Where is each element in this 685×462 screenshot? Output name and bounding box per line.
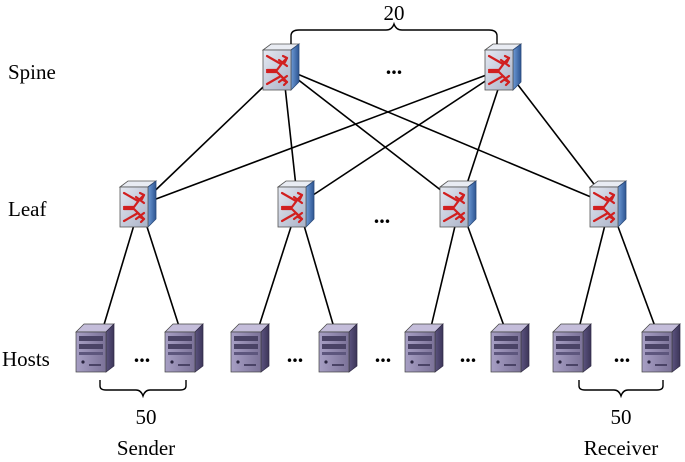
sender-brace: [99, 380, 187, 399]
network-switch-icon: [118, 179, 158, 229]
server-icon: [75, 323, 115, 373]
spine-ellipsis: ...: [386, 54, 403, 79]
server-icon: [641, 323, 681, 373]
sender-label: Sender: [117, 436, 175, 460]
network-switch-icon: [261, 42, 301, 92]
network-switch-icon: [483, 42, 523, 92]
leaf-switch-3: [438, 179, 478, 229]
host-ellipsis-4: ...: [460, 342, 477, 367]
leaf-switch-4: [588, 179, 628, 229]
server-icon: [552, 323, 592, 373]
tier-label-hosts: Hosts: [2, 347, 50, 371]
sender-count: 50: [136, 405, 157, 429]
leaf-switch-1: [118, 179, 158, 229]
leaf-ellipsis: ...: [374, 203, 391, 228]
server-icon: [230, 323, 270, 373]
tier-label-spine: Spine: [8, 60, 56, 84]
spine-leaf-links: [139, 67, 611, 206]
host-ellipsis-1: ...: [134, 342, 151, 367]
host-ellipsis-3: ...: [375, 342, 392, 367]
server-icon: [318, 323, 358, 373]
network-switch-icon: [276, 179, 316, 229]
leaf-switch-2: [276, 179, 316, 229]
spine-switch-20: [483, 42, 523, 92]
network-switch-icon: [588, 179, 628, 229]
receiver-brace: [578, 380, 664, 399]
server-icon: [404, 323, 444, 373]
host-ellipsis-5: ...: [614, 342, 631, 367]
server-icon: [490, 323, 530, 373]
server-icon: [164, 323, 204, 373]
spine-count-brace: [290, 21, 498, 44]
network-switch-icon: [438, 179, 478, 229]
host-ellipsis-2: ...: [287, 342, 304, 367]
receiver-count: 50: [611, 405, 632, 429]
receiver-label: Receiver: [584, 436, 659, 460]
tier-label-leaf: Leaf: [8, 197, 46, 221]
spine-count: 20: [384, 1, 405, 25]
spine-switch-1: [261, 42, 301, 92]
